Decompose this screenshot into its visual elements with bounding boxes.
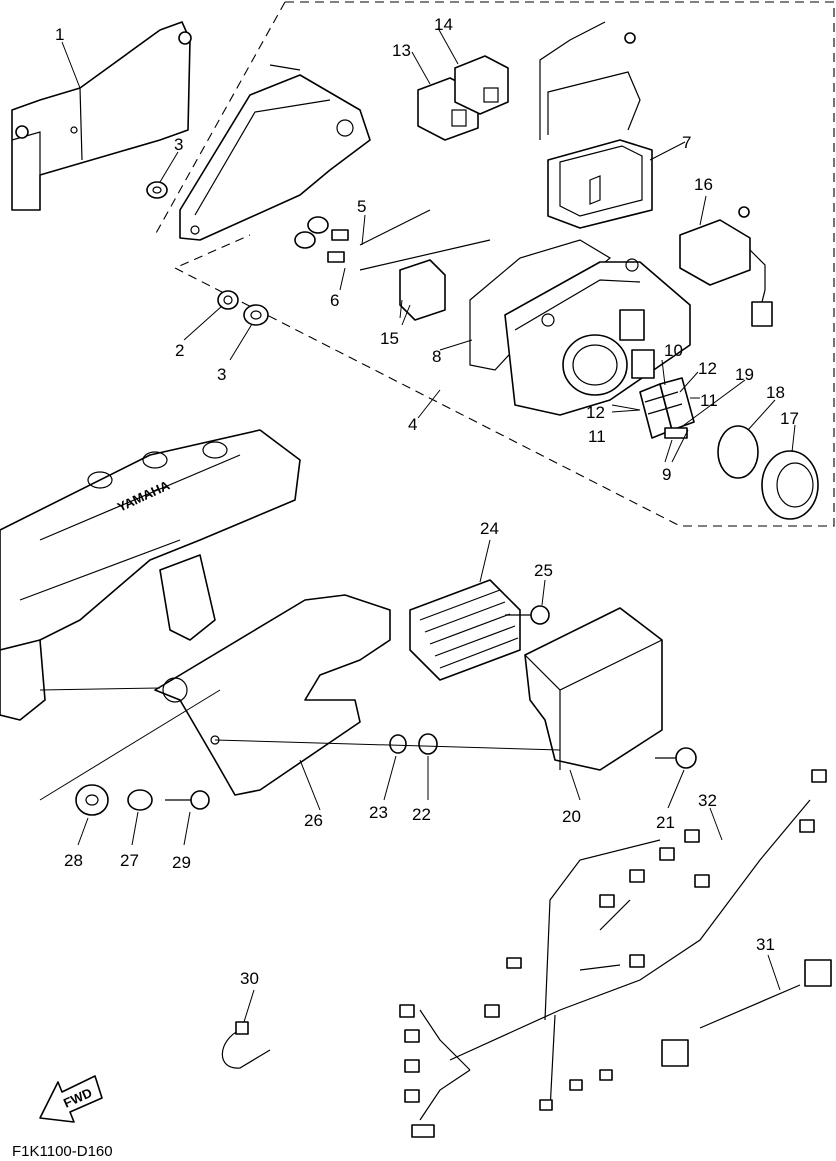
callout-16: 16 [694,175,713,194]
part-29-bolt [165,790,210,810]
callout-11-right: 11 [700,391,718,410]
callout-29: 29 [172,853,191,872]
part-25-bolt [505,605,550,625]
part-17-cap [761,450,819,520]
callout-26: 26 [304,811,323,830]
callout-3-upper: 3 [174,135,183,154]
control-box [504,258,691,416]
callout-2: 2 [175,341,184,360]
callout-32: 32 [698,791,717,810]
callout-25: 25 [534,561,553,580]
callout-4: 4 [408,415,417,434]
part-30-band [221,1029,271,1069]
part-23-collar [389,734,407,754]
part-22-23-axis [214,739,561,751]
part-26-bracket-plate [154,594,391,796]
leader-lines [39,27,796,1023]
callout-13: 13 [392,41,411,60]
part-31-sub-harness [661,959,832,1067]
part-2-washer [217,290,239,310]
callout-11-left: 11 [588,427,606,446]
callout-5: 5 [357,197,366,216]
part-16-sensor [679,206,773,327]
callouts: 1 3 2 3 4 5 6 7 8 9 10 11 11 12 12 13 14… [55,15,799,988]
part-3-collar-upper [146,181,168,199]
callout-23: 23 [369,803,388,822]
callout-12-left: 12 [586,403,605,422]
part-27-collar [127,789,153,811]
part-22-collar [418,733,438,755]
callout-31: 31 [756,935,775,954]
engine-cover: YAMAHA [0,429,301,721]
callout-19: 19 [735,365,754,384]
part-15-connector [399,259,446,321]
part-30-band-head [235,1021,249,1035]
mounting-plate [179,64,371,241]
part-1-bracket [11,21,192,211]
part-19-fuse [664,427,688,439]
callout-18: 18 [766,383,785,402]
assembly-boundary-dashed [173,1,835,527]
part-32-wire-harness [399,769,827,1138]
callout-8: 8 [432,347,441,366]
callout-30: 30 [240,969,259,988]
part-14-relay [454,55,509,115]
part-21-bolt [655,747,697,769]
part-24-regulator [409,579,521,681]
callout-12-right: 12 [698,359,717,378]
figure-code: F1K1100-D160 [12,1143,113,1160]
parts-5-6-pipes [294,209,491,271]
callout-14: 14 [434,15,453,34]
callout-27: 27 [120,851,139,870]
part-28-grommet [75,784,109,816]
part-20-ecu [524,607,663,771]
callout-3-lower: 3 [217,365,226,384]
callout-28: 28 [64,851,83,870]
callout-17: 17 [780,409,799,428]
fwd-arrow: FWD [39,1075,103,1123]
part-18-o-ring [717,425,759,479]
callout-6: 6 [330,291,339,310]
callout-22: 22 [412,805,431,824]
part-7-cover [539,21,653,229]
callout-1: 1 [55,25,64,44]
callout-15: 15 [380,329,399,348]
parts-9-12-terminals [639,377,695,439]
callout-20: 20 [562,807,581,826]
callout-9: 9 [662,465,671,484]
callout-21: 21 [656,813,675,832]
callout-24: 24 [480,519,499,538]
callout-10: 10 [664,341,683,360]
callout-7: 7 [682,133,691,152]
part-3-collar-lower [243,304,269,326]
